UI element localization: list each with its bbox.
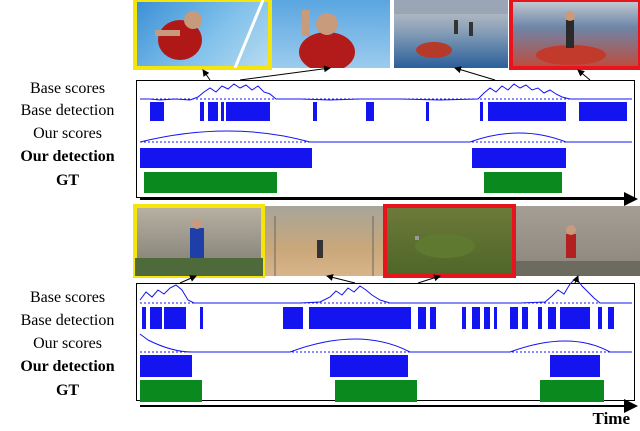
- bottom-our-detection-segment-2: [330, 355, 408, 377]
- bottom-our-scores-curve: [139, 333, 632, 353]
- bottom-frame-1: [133, 204, 265, 278]
- bottom-frame-4: [516, 206, 640, 276]
- top-frame-2: [272, 0, 390, 68]
- top-our-detection-segment-2: [472, 148, 566, 168]
- bottom-our-detection-segment-3: [550, 355, 600, 377]
- bottom-gt-segment-3: [540, 380, 604, 402]
- bottom-frame-3-art: [415, 234, 475, 258]
- top-frame-1-art: [155, 0, 265, 68]
- bottom-our-detection-segment-1: [140, 355, 192, 377]
- bottom-frame-4-art: [516, 225, 640, 276]
- top-gt-segment-2: [484, 172, 562, 193]
- bottom-frame-2: [265, 206, 383, 276]
- bottom-pointer-4: [572, 275, 579, 284]
- top-label-base-scores: Base scores: [29, 80, 106, 97]
- top-label-base-detection: Base detection: [20, 102, 115, 119]
- top-pointer-1: [202, 69, 211, 81]
- top-base-detection-bars: [150, 102, 627, 121]
- bottom-base-scores-curve: [139, 277, 632, 304]
- bottom-label-gt: GT: [55, 382, 80, 399]
- top-our-detection-segment-1: [140, 148, 312, 168]
- time-axis-label: Time: [592, 409, 630, 428]
- bottom-gt-segment-1: [140, 380, 202, 402]
- bottom-frame-2-art: [274, 216, 374, 276]
- bottom-label-our-detection: Our detection: [20, 358, 115, 375]
- bottom-pointer-2: [326, 274, 356, 284]
- top-label-our-scores: Our scores: [33, 125, 102, 142]
- top-frame-3: [394, 0, 508, 68]
- top-frame-3-art: [394, 0, 508, 58]
- bottom-frame-1-art: [135, 219, 263, 276]
- bottom-frame-3: [383, 204, 516, 278]
- bottom-pointer-1: [179, 275, 197, 284]
- top-pointer-4: [577, 69, 591, 81]
- top-label-gt: GT: [55, 172, 80, 189]
- top-our-scores-curve: [139, 130, 632, 143]
- top-pointer-2: [239, 65, 331, 81]
- bottom-pointer-3: [417, 274, 441, 284]
- bottom-base-detection-bars: [142, 307, 614, 329]
- top-frame-4-art: [536, 11, 606, 65]
- top-gt-segment-1: [144, 172, 277, 193]
- bottom-gt-segment-2: [335, 380, 417, 402]
- bottom-label-our-scores: Our scores: [33, 335, 102, 352]
- top-pointer-3: [454, 66, 496, 81]
- top-frame-1: [133, 0, 272, 70]
- top-label-our-detection: Our detection: [20, 148, 115, 165]
- top-base-scores-curve: [140, 83, 632, 101]
- bottom-label-base-detection: Base detection: [20, 312, 115, 329]
- top-frame-2-art: [299, 10, 355, 68]
- top-frame-4: [509, 0, 640, 70]
- bottom-label-base-scores: Base scores: [29, 289, 106, 306]
